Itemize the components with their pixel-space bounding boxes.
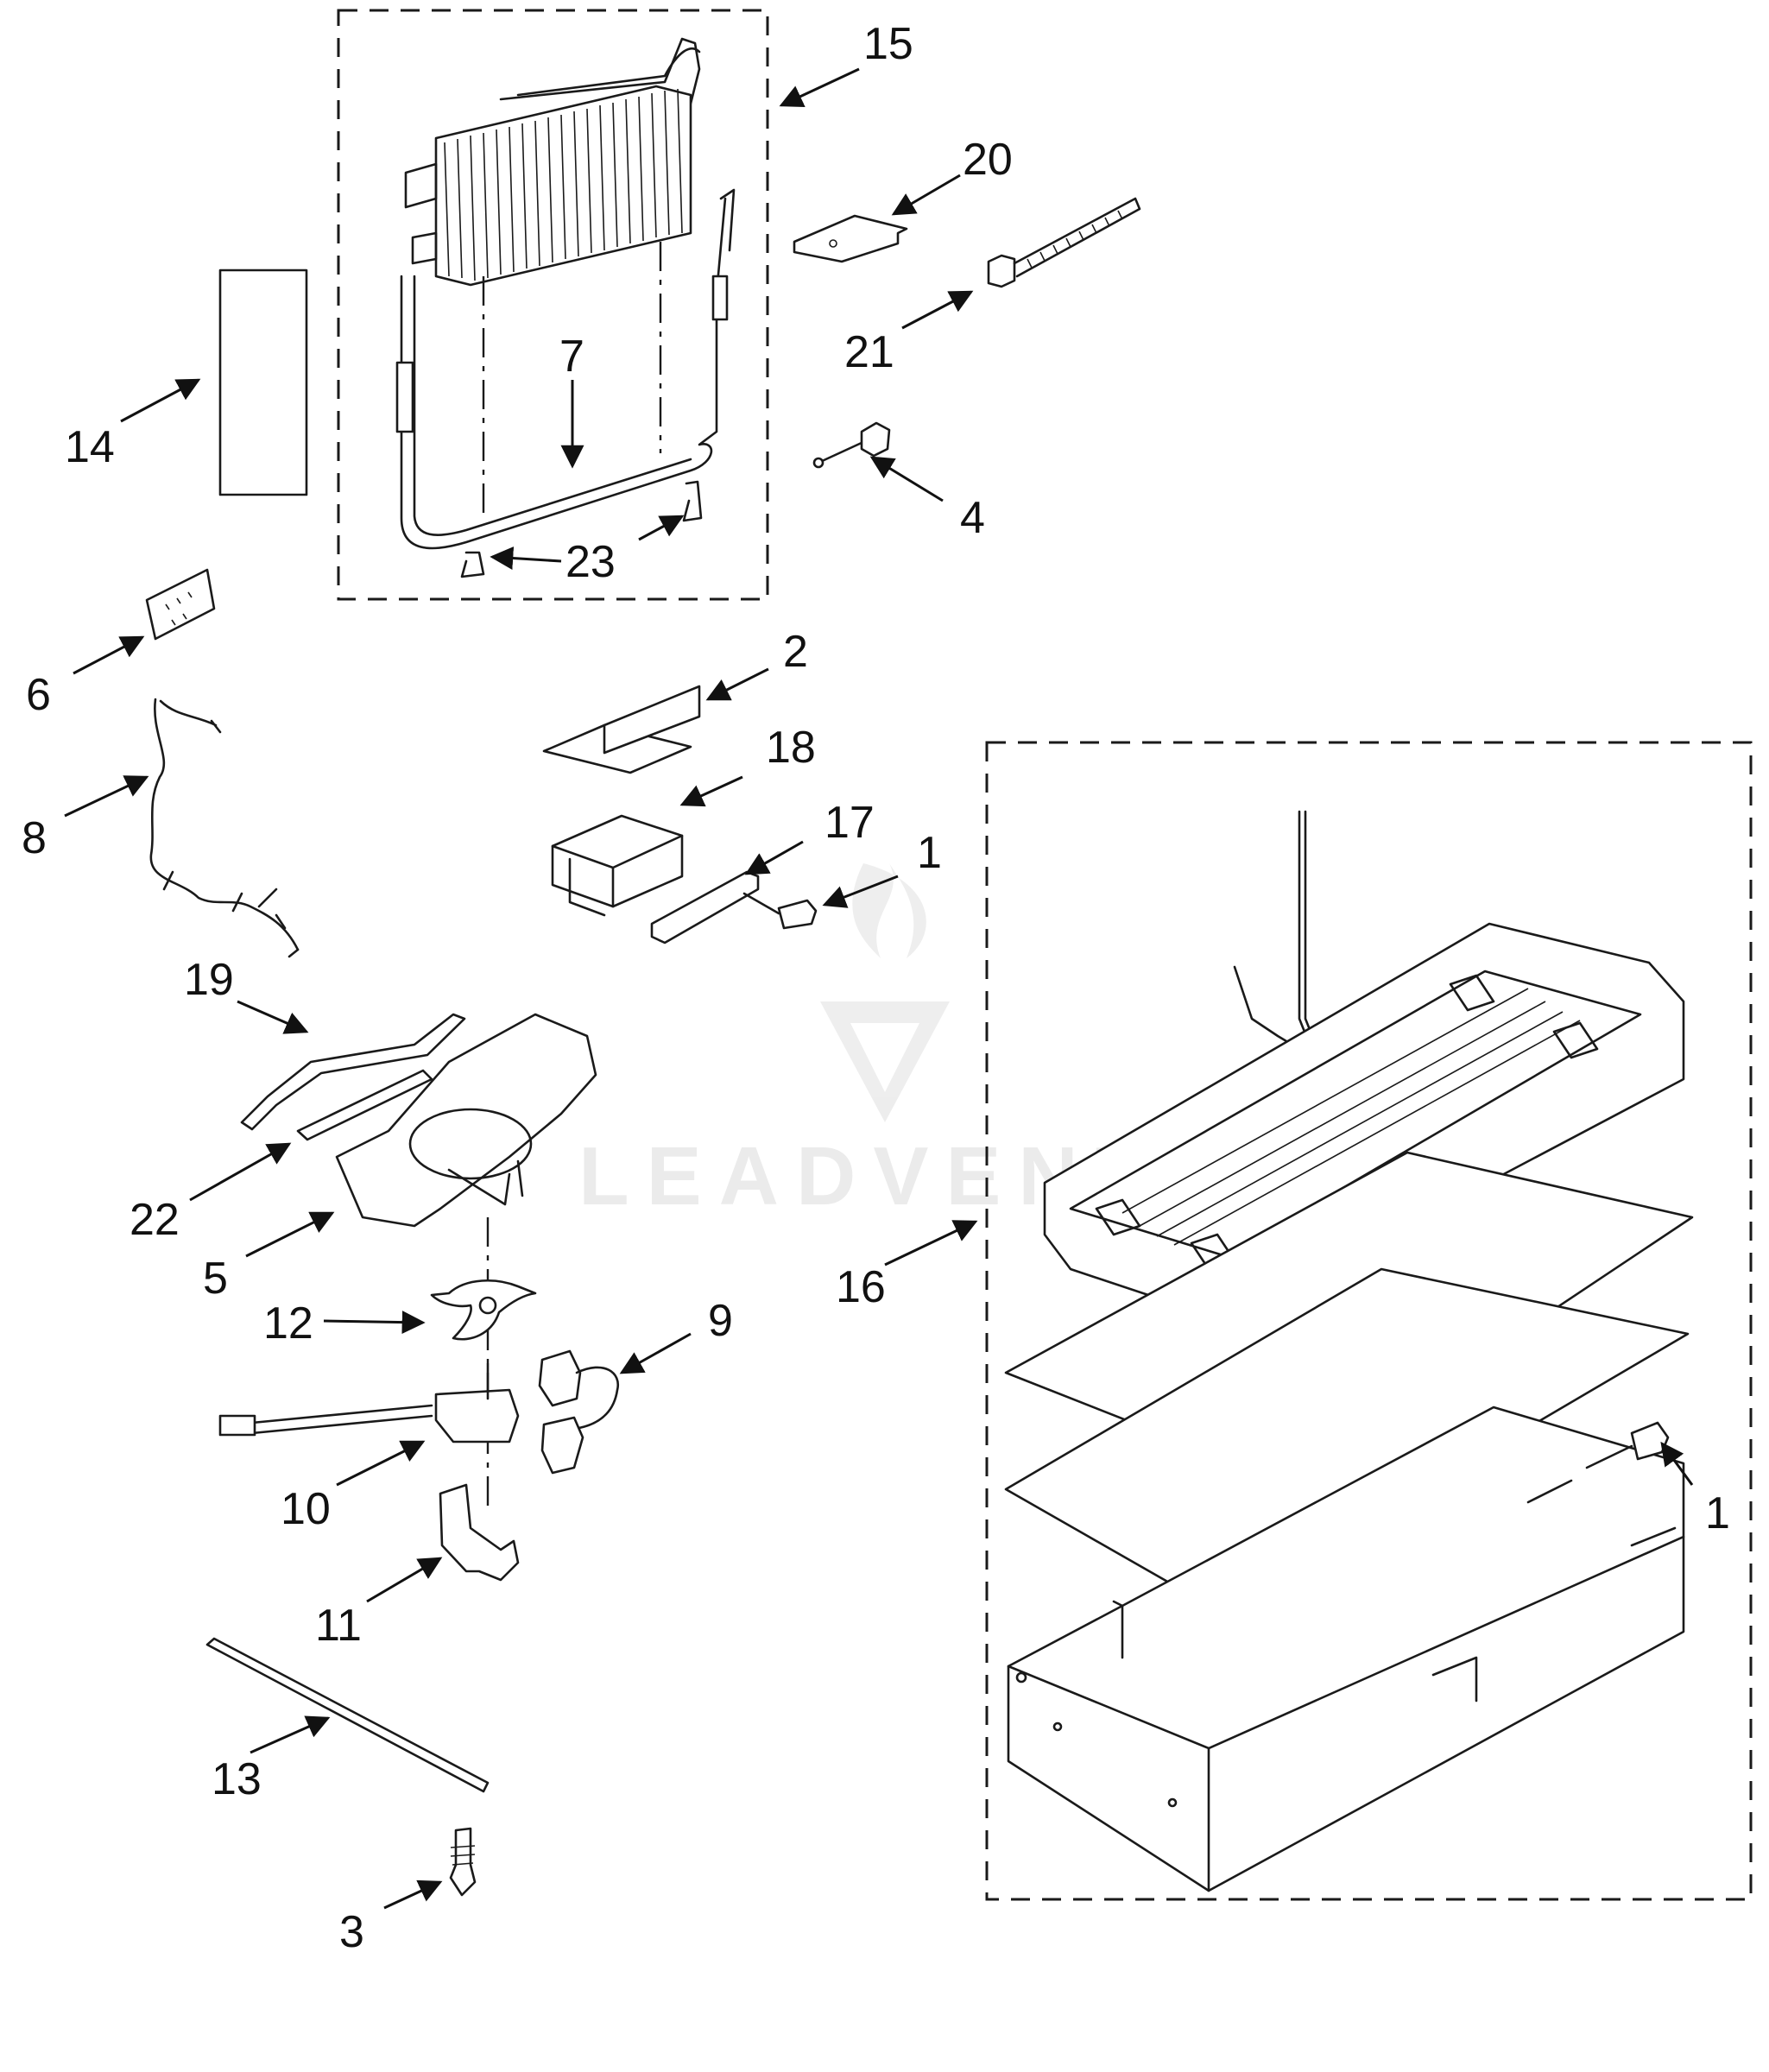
part-3-screw [449,1827,477,1897]
drain-pan-assembly-group [985,741,1753,1901]
drain-pan [1007,1406,1685,1892]
leader-16 [884,1220,978,1267]
callout-3: 3 [339,1907,364,1957]
callout-17: 17 [824,798,875,848]
leader-18 [679,775,743,807]
callout-18: 18 [766,723,816,773]
drain-pan-group-boundary [985,741,1753,1901]
leader-1-lower [1660,1441,1694,1486]
leader-22 [189,1142,292,1202]
leader-12 [323,1311,426,1335]
callout-14: 14 [65,422,115,472]
part-22-strip [296,1069,433,1141]
defrost-heater-loop [400,197,727,550]
callout-1-upper: 1 [917,828,942,878]
part-8-wire-harness [149,698,300,951]
leader-11 [366,1557,443,1603]
leader-2 [705,667,769,701]
part-19-gasket [240,1013,466,1131]
leader-10 [336,1440,426,1487]
evaporator-group-boundary [337,9,769,601]
evaporator-fins [444,88,683,281]
leader-3 [383,1879,443,1910]
part-1-screw-lower [1630,1421,1670,1461]
callout-19: 19 [184,955,234,1005]
callout-21: 21 [844,327,894,377]
leader-17 [744,840,804,875]
leader-arrows [64,67,1694,1910]
part-11-motor-bracket [439,1483,520,1582]
leader-23a [490,546,562,570]
leader-21 [901,290,974,330]
part-9-motor-part [538,1349,582,1407]
callout-20: 20 [963,135,1013,185]
callout-2: 2 [783,627,808,677]
leader-8 [64,775,149,818]
heater-clip-left [460,551,485,578]
callout-15: 15 [863,19,913,69]
callout-16: 16 [836,1262,886,1312]
evaporator-side-brackets [404,162,438,265]
part-18-bracket [551,814,684,908]
part-10-fan-motor [434,1388,520,1443]
leader-13 [250,1715,331,1754]
heater-clip-right [682,480,703,522]
callout-1-lower: 1 [1705,1488,1730,1538]
leader-15 [779,67,860,107]
callout-9: 9 [708,1296,733,1346]
leader-5 [245,1211,335,1258]
callout-13: 13 [212,1754,262,1804]
part-13-strip [205,1637,490,1793]
callout-8: 8 [22,813,47,863]
callout-10: 10 [281,1484,331,1534]
callout-4: 4 [960,493,985,543]
leader-1-upper [822,875,899,908]
callout-12: 12 [263,1298,313,1349]
leader-4 [869,456,944,502]
evaporator-assembly-group [337,9,769,601]
callout-6: 6 [26,670,51,720]
part-20-pad [793,214,908,263]
callout-labels: 15 20 21 7 14 4 23 6 2 18 8 17 1 19 22 5… [22,19,1730,1957]
leader-23b [638,515,685,541]
part-14-insulation [218,268,308,496]
callout-5: 5 [203,1254,228,1304]
part-4-sensor [818,440,865,464]
callout-22: 22 [130,1195,180,1245]
part-1-screw-upper [777,899,818,930]
insulation-sheet [1004,1267,1690,1612]
part-5-fan-housing [335,1013,597,1228]
leader-6 [73,635,145,675]
callout-23: 23 [565,537,616,587]
leader-20 [891,174,961,216]
callout-11: 11 [315,1601,362,1651]
part-21-cable-tie [987,254,1016,288]
evaporator-top-tubing [499,37,701,105]
callout-7: 7 [559,332,584,382]
leader-19 [237,1000,309,1034]
part-6-control-board [145,568,216,641]
leader-9 [619,1332,692,1374]
leader-14 [120,378,201,423]
